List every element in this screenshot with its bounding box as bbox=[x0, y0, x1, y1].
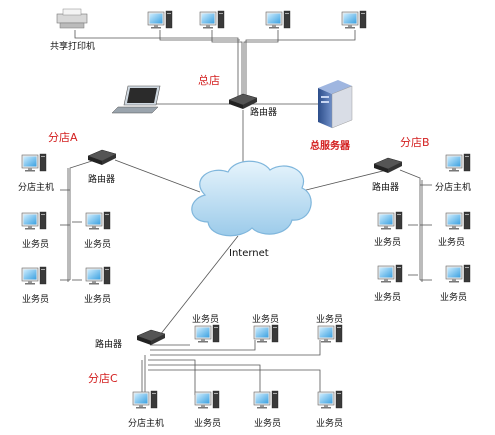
hq-computer-icon bbox=[265, 10, 291, 29]
internet-label: Internet bbox=[229, 248, 269, 259]
hq-computer-icon bbox=[199, 10, 225, 29]
branch-b-router-label: 路由器 bbox=[372, 183, 400, 193]
branch-c-router-icon bbox=[136, 329, 166, 346]
branch-b-router-icon bbox=[373, 157, 403, 174]
branch-b-host-label: 分店主机 bbox=[435, 183, 472, 193]
salesperson-label: 业务员 bbox=[194, 419, 222, 429]
salesperson-label: 业务员 bbox=[84, 240, 112, 250]
server-icon bbox=[318, 80, 353, 129]
salesperson-label: 业务员 bbox=[192, 315, 220, 325]
branch-c-router-label: 路由器 bbox=[95, 340, 123, 350]
salesperson-computer-icon bbox=[445, 211, 471, 230]
branch-b-host-icon bbox=[445, 153, 471, 172]
salesperson-computer-icon bbox=[445, 264, 471, 283]
internet-cloud bbox=[191, 160, 312, 237]
salesperson-computer-icon bbox=[21, 266, 47, 285]
salesperson-computer-icon bbox=[85, 211, 111, 230]
salesperson-label: 业务员 bbox=[438, 238, 466, 248]
salesperson-computer-icon bbox=[194, 390, 220, 409]
branch-a-router-icon bbox=[87, 149, 117, 166]
branch-b-label: 分店B bbox=[400, 136, 430, 149]
salesperson-computer-icon bbox=[85, 266, 111, 285]
branch-a-host-icon bbox=[21, 153, 47, 172]
shared-printer-label: 共享打印机 bbox=[50, 42, 96, 52]
branch-a-host-label: 分店主机 bbox=[18, 183, 55, 193]
salesperson-label: 业务员 bbox=[316, 419, 344, 429]
hq-computer-icon bbox=[341, 10, 367, 29]
salesperson-computer-icon bbox=[253, 324, 279, 343]
salesperson-computer-icon bbox=[194, 324, 220, 343]
printer-icon bbox=[56, 8, 88, 29]
branch-a-label: 分店A bbox=[48, 131, 78, 144]
salesperson-label: 业务员 bbox=[316, 315, 344, 325]
hq-label: 总店 bbox=[198, 74, 220, 87]
salesperson-label: 业务员 bbox=[252, 315, 280, 325]
branch-c-label: 分店C bbox=[88, 372, 118, 385]
hq-server-label: 总服务器 bbox=[310, 141, 350, 152]
salesperson-computer-icon bbox=[317, 390, 343, 409]
hq-computer-icon bbox=[147, 10, 173, 29]
branch-c-host-label: 分店主机 bbox=[128, 419, 165, 429]
salesperson-computer-icon bbox=[377, 211, 403, 230]
salesperson-computer-icon bbox=[317, 324, 343, 343]
branch-c-host-icon bbox=[132, 390, 158, 409]
salesperson-label: 业务员 bbox=[374, 293, 402, 303]
salesperson-label: 业务员 bbox=[254, 419, 282, 429]
hq-router-icon bbox=[228, 93, 258, 110]
laptop-icon bbox=[111, 85, 161, 114]
salesperson-label: 业务员 bbox=[84, 295, 112, 305]
salesperson-label: 业务员 bbox=[440, 293, 468, 303]
salesperson-computer-icon bbox=[253, 390, 279, 409]
branch-a-router-label: 路由器 bbox=[88, 175, 116, 185]
salesperson-computer-icon bbox=[21, 211, 47, 230]
salesperson-label: 业务员 bbox=[22, 240, 50, 250]
salesperson-label: 业务员 bbox=[374, 238, 402, 248]
connection-lines bbox=[60, 30, 432, 400]
hq-router-label: 路由器 bbox=[250, 108, 278, 118]
salesperson-label: 业务员 bbox=[22, 295, 50, 305]
salesperson-computer-icon bbox=[377, 264, 403, 283]
